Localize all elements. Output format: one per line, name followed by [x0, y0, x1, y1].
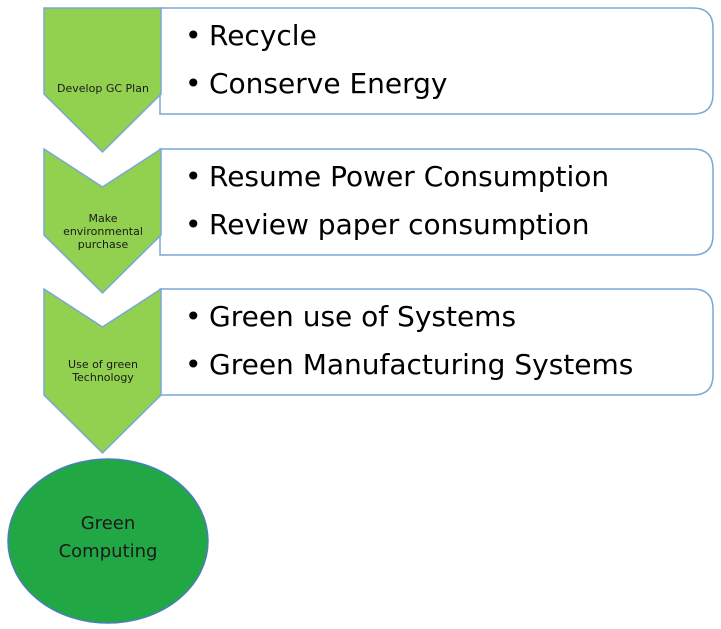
step-3-label-line: Technology [72, 371, 134, 384]
step-2-label: Make environmental purchase [42, 212, 164, 251]
bullet-text: Green use of Systems [209, 300, 517, 333]
step-3-label-line: Use of green [68, 358, 138, 371]
step-2-box [159, 148, 714, 256]
bullet-item: •Green use of Systems [185, 293, 633, 341]
step-2-label-line: Make [88, 212, 118, 225]
bullet-item: •Review paper consumption [185, 201, 609, 249]
end-label-line: Green [80, 513, 136, 534]
end-label-line: Computing [58, 541, 158, 562]
step-2-bullets: •Resume Power Consumption •Review paper … [185, 153, 609, 249]
step-3-bullets: •Green use of Systems •Green Manufacturi… [185, 293, 633, 389]
bullet-icon: • [185, 160, 202, 193]
step-1-box [159, 7, 714, 115]
bullet-text: Resume Power Consumption [209, 160, 610, 193]
step-1-label: Develop GC Plan [42, 82, 164, 95]
step-1-bullets: •Recycle •Conserve Energy [185, 12, 447, 108]
step-1-label-line: Develop GC Plan [57, 82, 149, 95]
step-3-box [159, 288, 714, 396]
step-3-label: Use of green Technology [42, 358, 164, 384]
bullet-text: Recycle [209, 19, 317, 52]
step-3-chevron [43, 287, 162, 455]
green-computing-circle [7, 458, 209, 624]
bullet-item: •Green Manufacturing Systems [185, 341, 633, 389]
bullet-item: •Recycle [185, 12, 447, 60]
step-2-label-line: environmental [63, 225, 143, 238]
bullet-item: •Conserve Energy [185, 60, 447, 108]
bullet-icon: • [185, 348, 202, 381]
step-2-chevron [43, 147, 162, 295]
bullet-text: Green Manufacturing Systems [209, 348, 634, 381]
bullet-icon: • [185, 208, 202, 241]
bullet-icon: • [185, 19, 202, 52]
bullet-text: Review paper consumption [209, 208, 590, 241]
step-2-label-line: purchase [77, 238, 129, 251]
bullet-text: Conserve Energy [209, 67, 448, 100]
step-1-chevron [43, 7, 162, 154]
green-computing-label: Green Computing [8, 510, 208, 566]
bullet-item: •Resume Power Consumption [185, 153, 609, 201]
bullet-icon: • [185, 67, 202, 100]
bullet-icon: • [185, 300, 202, 333]
